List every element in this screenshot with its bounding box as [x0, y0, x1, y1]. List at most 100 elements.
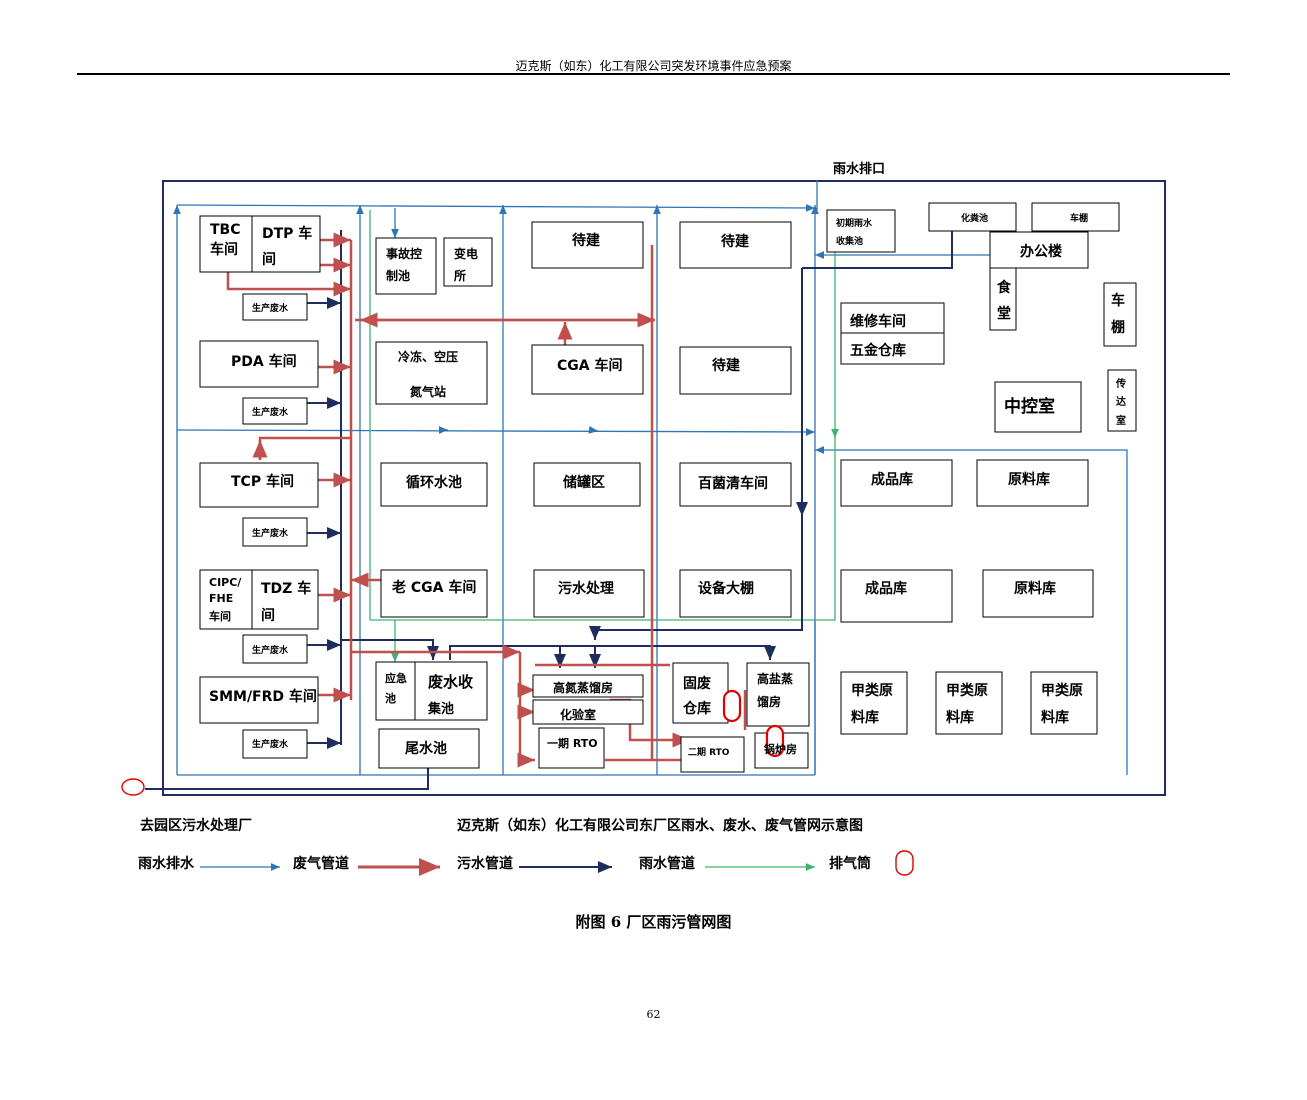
figure-caption: 附图 6 厂区雨污管网图 [575, 913, 732, 931]
rto2-label: 二期 RTO [688, 746, 730, 758]
header-divider [77, 73, 1230, 75]
equipment-shed [679, 569, 792, 618]
freeze-label: 冷冻、空压 [398, 349, 458, 364]
oldcga-label: 老 CGA 车间 [392, 579, 476, 596]
waste-water-box-5 [242, 729, 308, 759]
tcp-label: TCP 车间 [231, 473, 294, 490]
laboratory [532, 699, 644, 725]
solid-label-2: 仓库 [682, 700, 711, 717]
product-label-1: 成品库 [871, 471, 913, 488]
office-building [989, 231, 1089, 269]
legend-rain-pipe: 雨水管道 [639, 855, 695, 872]
tail-water-pool [378, 728, 480, 769]
accident-label-2: 制池 [386, 268, 410, 283]
dtp-label-2: 间 [262, 251, 276, 268]
pda-label: PDA 车间 [231, 353, 297, 370]
dtp-label: DTP 车 [262, 225, 312, 242]
stack-icon-2 [765, 724, 785, 758]
legend: 去园区污水处理厂 迈克斯（如东）化工有限公司东厂区雨水、废水、废气管网示意图 雨… [138, 817, 914, 876]
tbc-workshop [199, 215, 321, 273]
tcp-workshop [199, 462, 319, 508]
tdz-label: TDZ 车 [261, 580, 311, 597]
shed-label-2: 棚 [1111, 319, 1125, 336]
cooling-label: 循环水池 [406, 474, 462, 491]
high-n-distill [532, 674, 644, 698]
solid-waste-store [672, 662, 729, 724]
control-label: 中控室 [1004, 396, 1055, 417]
bactericide-label: 百菌清车间 [698, 475, 768, 492]
guard-label: 传 [1115, 377, 1126, 390]
smm-workshop [199, 676, 319, 724]
waste-water-box-1 [242, 293, 308, 321]
site-boundary [162, 180, 1166, 796]
raw-label-1: 原料库 [1008, 471, 1050, 488]
septic-label: 化粪池 [961, 212, 988, 224]
legend-stack-icon [895, 850, 914, 876]
initrain-label: 初期雨水 [836, 217, 873, 229]
sewage-label: 污水处理 [558, 580, 614, 597]
waste-label-2: 生产废水 [252, 406, 289, 418]
cooling-pool [380, 462, 488, 507]
class-a-label-3: 甲类原 [1041, 682, 1083, 699]
page-header-title: 迈克斯（如东）化工有限公司突发环境事件应急预案 [515, 59, 792, 73]
bactericide-workshop [679, 462, 792, 507]
class-a-label-1: 甲类原 [851, 682, 893, 699]
tank-label: 储罐区 [562, 474, 605, 491]
old-cga-workshop [380, 569, 488, 618]
boiler-label: 锅炉房 [764, 742, 797, 756]
equip-label: 设备大棚 [698, 580, 754, 597]
rto1-label: 一期 RTO [547, 736, 598, 750]
guard-room [1107, 369, 1137, 432]
waste-gas-lines [226, 232, 747, 768]
tbd-label-2: 待建 [721, 233, 749, 250]
solid-label: 固废 [683, 675, 711, 692]
cipc-workshop [199, 569, 319, 630]
canteen-label-2: 堂 [997, 305, 1011, 322]
bike-shed-top [1031, 202, 1120, 232]
cipc-label-2: FHE [209, 592, 233, 605]
legend-sewage: 污水管道 [457, 855, 513, 872]
tank-area [533, 462, 641, 507]
class-a-store-3 [1030, 671, 1098, 735]
canteen-label: 食 [997, 279, 1012, 296]
tail-label: 尾水池 [405, 740, 447, 757]
freeze-station [375, 341, 488, 405]
substation [443, 237, 493, 287]
park-plant-label: 去园区污水处理厂 [140, 817, 252, 834]
tbd-1 [531, 221, 644, 269]
legend-stack: 排气筒 [829, 855, 871, 872]
hs-label: 高盐蒸 [757, 671, 793, 686]
guard-label-3: 室 [1116, 414, 1126, 427]
initial-rain-pool [826, 209, 896, 253]
shed-label: 车 [1111, 292, 1125, 309]
tbd-label-1: 待建 [572, 232, 600, 249]
class-a-store-1 [840, 671, 908, 735]
substation-label: 变电 [454, 246, 478, 261]
guard-label-2: 达 [1116, 395, 1126, 408]
sewage-treatment [533, 569, 645, 618]
legend-rain-drain: 雨水排水 [138, 855, 195, 872]
bike-shed [1103, 282, 1137, 347]
initrain-label-2: 收集池 [836, 235, 863, 247]
office-label: 办公楼 [1020, 243, 1062, 260]
waste-label-3: 生产废水 [252, 527, 289, 539]
canteen [989, 267, 1017, 331]
substation-label-2: 所 [454, 268, 466, 283]
tbd-3 [679, 346, 792, 395]
smm-label: SMM/FRD 车间 [209, 688, 317, 705]
tbd-2 [679, 221, 792, 269]
cipc-label-3: 车间 [209, 609, 231, 623]
emergency-label: 应急 [385, 671, 407, 685]
waste-water-box-3 [242, 517, 308, 547]
control-room [994, 381, 1082, 433]
shed-top-label: 车棚 [1070, 212, 1088, 224]
tdz-label-2: 间 [261, 607, 275, 624]
class-a-label-2b: 料库 [946, 709, 974, 726]
cga-workshop [531, 344, 644, 395]
collection-label: 废水收 [428, 673, 473, 691]
waste-water-box-2 [242, 397, 308, 425]
repair-label: 维修车间 [850, 313, 906, 330]
raw-label-2: 原料库 [1014, 580, 1056, 597]
stack-icon-1 [722, 689, 742, 723]
